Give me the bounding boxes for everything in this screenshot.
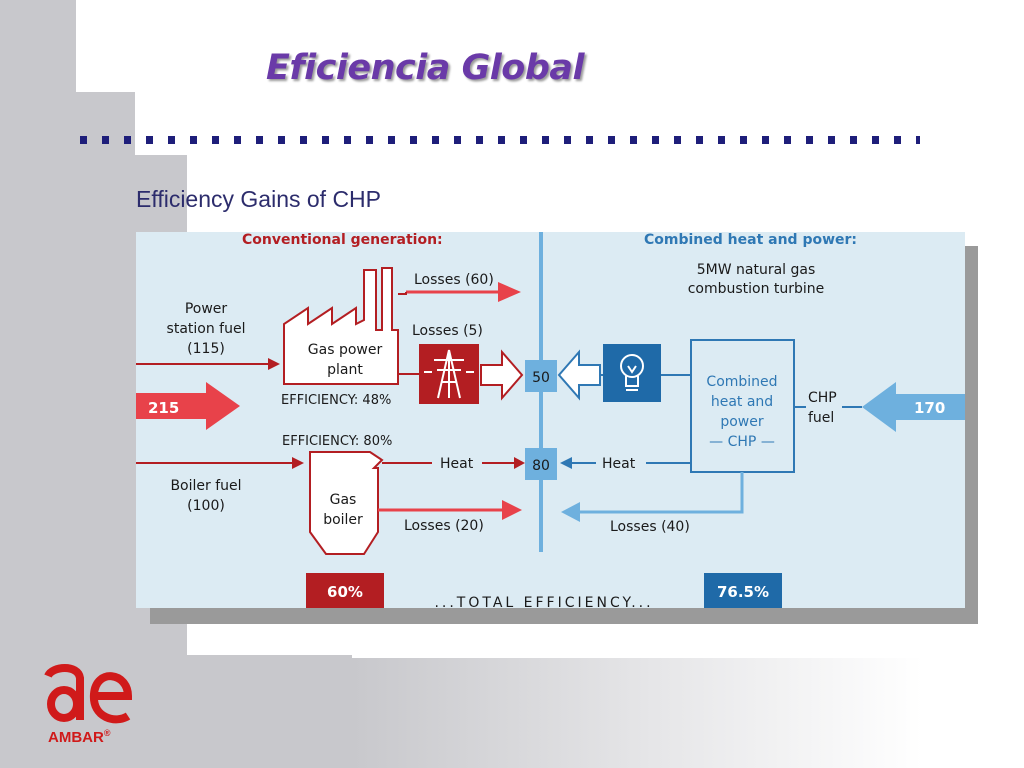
gas-plant-line2: plant xyxy=(327,362,363,378)
chp-heat-arrowhead xyxy=(560,457,572,469)
gas-plant-line1: Gas power xyxy=(308,342,383,358)
electricity-out-arrow xyxy=(480,349,524,401)
gas-boiler-line1: Gas xyxy=(330,492,357,508)
chp-box-line2: heat and xyxy=(711,394,773,410)
chp-efficiency-box xyxy=(704,573,782,608)
gas-power-plant-icon xyxy=(283,267,399,385)
power-fuel-line2: station fuel xyxy=(167,321,246,337)
gray-block-3 xyxy=(0,655,352,768)
efficiency-48: EFFICIENCY: 48% xyxy=(281,393,391,408)
conventional-efficiency-box xyxy=(306,573,384,608)
boiler-heat-arrowhead xyxy=(514,457,525,469)
losses-40-label: Losses (40) xyxy=(610,519,690,535)
losses-20-arrowhead xyxy=(502,500,522,520)
heat-left-label: Heat xyxy=(440,456,474,472)
brand-name: AMBAR® xyxy=(48,728,110,746)
lightbulb-icon xyxy=(620,354,644,391)
power-fuel-line1: Power xyxy=(185,301,228,317)
chp-turbine-line1: 5MW natural gas xyxy=(697,262,816,278)
losses-40-line xyxy=(576,472,744,514)
gas-boiler-icon xyxy=(309,451,384,555)
electricity-value: 50 xyxy=(532,370,550,386)
losses-40-arrowhead xyxy=(561,502,580,522)
conventional-heading: Conventional generation: xyxy=(242,232,443,248)
losses-60-label: Losses (60) xyxy=(414,272,494,288)
brand-text: AMBAR xyxy=(48,729,104,746)
electricity-pylon-icon xyxy=(424,349,474,399)
chp-box xyxy=(690,339,795,473)
total-input-value: 215 xyxy=(148,399,179,417)
chp-input-arrow xyxy=(862,382,965,432)
boiler-fuel-line1: Boiler fuel xyxy=(170,478,241,494)
losses-5-label: Losses (5) xyxy=(412,323,483,339)
chp-electricity-arrow xyxy=(557,349,601,401)
chp-efficiency: 76.5% xyxy=(717,583,769,601)
heat-right-label: Heat xyxy=(602,456,636,472)
conventional-efficiency: 60% xyxy=(327,583,363,601)
gas-boiler-line2: boiler xyxy=(323,512,363,528)
chp-heading: Combined heat and power: xyxy=(644,232,857,248)
losses-60-connector xyxy=(398,292,407,295)
chp-input-value: 170 xyxy=(914,399,945,417)
total-input-arrow xyxy=(136,382,240,430)
heat-value: 80 xyxy=(532,458,550,474)
losses-20-label: Losses (20) xyxy=(404,518,484,534)
losses-60-arrowhead xyxy=(498,282,521,302)
electricity-value-box xyxy=(525,360,557,392)
boiler-fuel-arrowhead xyxy=(292,457,304,469)
registered-mark: ® xyxy=(103,728,111,738)
chp-box-line4: — CHP — xyxy=(709,434,775,450)
slide-title: Eficiencia Global xyxy=(266,48,585,88)
efficiency-80: EFFICIENCY: 80% xyxy=(282,434,392,449)
power-fuel-value: (115) xyxy=(187,341,225,357)
heat-value-box xyxy=(525,448,557,480)
chp-efficiency-diagram: Conventional generation: Combined heat a… xyxy=(136,232,965,608)
bottom-gradient xyxy=(352,658,1024,768)
chp-turbine-line2: combustion turbine xyxy=(688,281,825,297)
total-efficiency-label: ...TOTAL EFFICIENCY... xyxy=(434,595,653,608)
power-fuel-arrowhead xyxy=(268,358,280,370)
boiler-fuel-value: (100) xyxy=(187,498,225,514)
chp-box-line3: power xyxy=(720,414,764,430)
chp-fuel-line2: fuel xyxy=(808,410,834,426)
dotted-divider xyxy=(80,136,920,144)
diagram-subtitle: Efficiency Gains of CHP xyxy=(136,186,382,212)
chp-box-line1: Combined xyxy=(706,374,777,390)
ambar-logo-icon xyxy=(44,664,133,724)
chp-fuel-line1: CHP xyxy=(808,390,837,406)
